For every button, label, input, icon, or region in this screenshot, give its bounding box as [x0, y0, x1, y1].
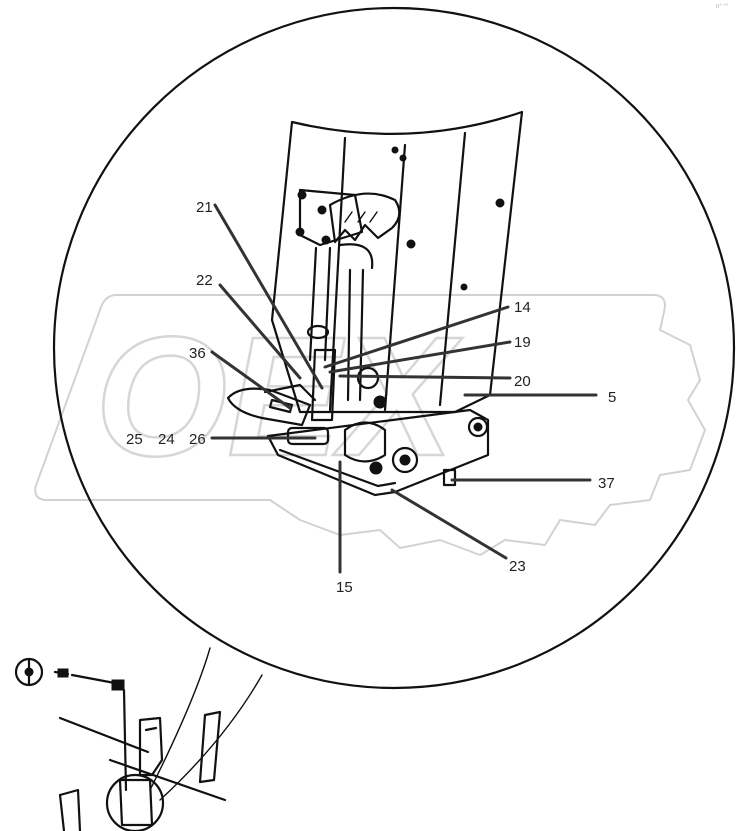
pedal-assembly	[226, 110, 524, 497]
leader-23	[390, 488, 508, 560]
detail-circle	[52, 6, 736, 690]
leader-20	[338, 374, 512, 380]
leader-36	[210, 350, 292, 410]
panel-bolt-4	[391, 146, 399, 154]
axle-end-right	[467, 416, 489, 438]
callout-14: 14	[514, 299, 531, 316]
callout-20: 20	[514, 373, 531, 390]
base-plate-edge	[278, 448, 397, 488]
corner-mark: n° °°	[716, 4, 729, 10]
leader-19	[328, 340, 512, 374]
callout-labels: 21 22 36 25 24 26 14 19 20 5 37 23 15	[126, 199, 616, 596]
ratchet-quadrant	[328, 192, 401, 244]
pedal-arm	[263, 383, 317, 402]
detail-connector-left	[149, 647, 211, 791]
callout-24: 24	[158, 431, 175, 448]
callout-26: 26	[189, 431, 206, 448]
pedal-block-detail	[144, 726, 158, 732]
callout-19: 19	[514, 334, 531, 351]
side-panel	[198, 710, 222, 784]
pedal-block	[138, 716, 164, 777]
mount-bolt-3	[295, 227, 305, 237]
lever-rod	[308, 246, 332, 362]
mount-bolt-2	[317, 205, 327, 215]
base-stud	[442, 468, 457, 487]
panel-bolt-3	[460, 283, 468, 291]
overview-assembly	[14, 657, 227, 831]
linkage-rod-1	[58, 716, 150, 754]
rod-collar	[306, 324, 330, 340]
column-joint	[111, 679, 125, 691]
base-bolt	[369, 461, 383, 475]
callout-5: 5	[608, 389, 616, 406]
callout-23: 23	[509, 558, 526, 575]
pedal-base	[118, 778, 154, 827]
callout-21: 21	[196, 199, 213, 216]
base-mount-block	[286, 426, 330, 446]
mount-bolt-4	[321, 235, 331, 245]
panel-bolt-1	[495, 198, 505, 208]
leader-14	[323, 305, 510, 369]
axle-end-left-hub	[399, 454, 411, 466]
panel-bolt-2	[406, 239, 416, 249]
callout-36: 36	[189, 345, 206, 362]
watermark-logo: OEX	[34, 294, 706, 556]
leader-21	[213, 203, 324, 390]
callout-25: 25	[126, 431, 143, 448]
detail-highlight-circle	[105, 773, 165, 831]
foot-pedal	[226, 387, 312, 427]
mount-bolt-1	[297, 190, 307, 200]
back-panel	[270, 110, 524, 414]
column-coupler	[57, 668, 69, 678]
ratchet-pawl	[338, 243, 374, 270]
base-plate	[266, 408, 490, 497]
ratchet-teeth	[344, 211, 378, 223]
floor-panel	[58, 788, 82, 831]
column-shaft	[122, 688, 128, 792]
panel-rib-2	[383, 143, 407, 412]
panel-rib-3	[438, 131, 467, 407]
callout-37: 37	[598, 475, 615, 492]
callout-22: 22	[196, 272, 213, 289]
axle-end-right-hub	[473, 422, 483, 432]
pedal-rod	[346, 268, 365, 402]
base-boss	[343, 421, 387, 463]
pivot-nut	[373, 395, 387, 409]
pivot-bushing	[356, 366, 380, 390]
panel-bolt-5	[399, 154, 407, 162]
axle-end-left	[391, 446, 419, 474]
callout-15: 15	[336, 579, 353, 596]
linkage-rod-2	[108, 758, 227, 802]
leader-22	[218, 283, 302, 380]
leader-lines	[210, 203, 598, 574]
